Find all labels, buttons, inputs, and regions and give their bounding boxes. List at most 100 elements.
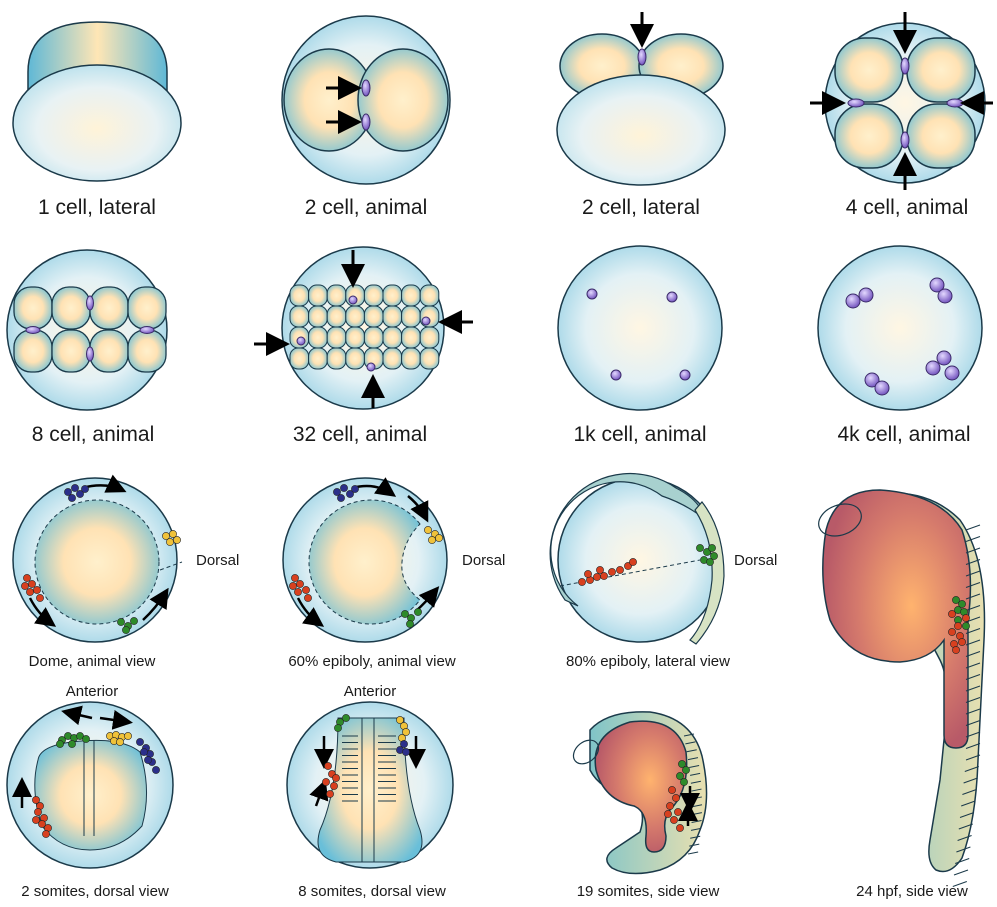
- blastomere: [346, 306, 365, 327]
- nucleus: [367, 363, 375, 371]
- labeled-cell: [337, 494, 344, 501]
- labeled-cell: [326, 790, 333, 797]
- cleavage-furrow-marker: [901, 132, 909, 148]
- labeled-cell: [958, 638, 965, 645]
- blastomere: [835, 104, 903, 168]
- nucleus: [875, 381, 889, 395]
- labeled-cell: [954, 622, 961, 629]
- nucleus: [667, 292, 677, 302]
- panel-24-hpf: 24 hpf, side view: [814, 490, 984, 900]
- labeled-cell: [330, 782, 337, 789]
- nucleus: [926, 361, 940, 375]
- panel-1k-cell-animal: 1k cell, animal: [558, 246, 722, 446]
- cleavage-furrow-marker: [901, 58, 909, 74]
- cleavage-furrow-marker: [87, 347, 94, 361]
- blastomere: [309, 348, 328, 369]
- somite-tick: [954, 870, 968, 875]
- labeled-cell: [948, 610, 955, 617]
- labeled-cell: [616, 566, 623, 573]
- blastomere: [52, 287, 90, 329]
- panel-label: 80% epiboly, lateral view: [566, 653, 730, 670]
- embryo-outline: [558, 246, 722, 410]
- panel-19-somites: 19 somites, side view: [569, 712, 720, 900]
- panel-32-cell-animal: 32 cell, animal: [254, 247, 473, 446]
- labeled-cell: [676, 824, 683, 831]
- panel-8-somites: Anterior 8 somites, dorsal view: [287, 683, 453, 900]
- anterior-label: Anterior: [66, 683, 119, 700]
- labeled-cell: [952, 646, 959, 653]
- panel-label: 60% epiboly, animal view: [288, 653, 455, 670]
- cleavage-furrow-marker: [848, 99, 864, 107]
- embryo-outline: [558, 478, 722, 642]
- blastomere: [346, 327, 365, 348]
- labeled-cell: [962, 614, 969, 621]
- labeled-cell: [81, 485, 88, 492]
- labeled-cell: [680, 778, 687, 785]
- labeled-cell: [962, 622, 969, 629]
- labeled-cell: [26, 588, 33, 595]
- labeled-cell: [334, 724, 341, 731]
- labeled-cell: [666, 802, 673, 809]
- labeled-cell: [302, 586, 309, 593]
- labeled-cell: [670, 816, 677, 823]
- labeled-cell: [152, 766, 159, 773]
- labeled-cell: [424, 526, 431, 533]
- blastomere: [364, 306, 383, 327]
- blastomere: [90, 330, 128, 372]
- panel-2-cell-lateral: 2 cell, lateral: [557, 12, 725, 219]
- labeled-cell: [33, 586, 40, 593]
- embryo-outline: [282, 247, 444, 409]
- cleavage-furrow-marker: [140, 327, 154, 334]
- labeled-cell: [116, 738, 123, 745]
- somite-tick: [966, 525, 980, 530]
- blastomere: [346, 348, 365, 369]
- labeled-cell: [708, 544, 715, 551]
- anterior-label: Anterior: [344, 683, 397, 700]
- blastomere: [402, 348, 421, 369]
- labeled-cell: [668, 786, 675, 793]
- panel-label: Dome, animal view: [29, 653, 156, 670]
- labeled-cell: [406, 620, 413, 627]
- blastomere: [402, 306, 421, 327]
- labeled-cell: [629, 558, 636, 565]
- neural-plate: [35, 740, 147, 850]
- labeled-cell: [414, 608, 421, 615]
- blastomere: [327, 327, 346, 348]
- nucleus: [611, 370, 621, 380]
- blastomere: [128, 330, 166, 372]
- labeled-cell: [34, 808, 41, 815]
- labeled-cell: [296, 580, 303, 587]
- nucleus: [349, 296, 357, 304]
- panel-label: 1 cell, lateral: [38, 196, 156, 219]
- panel-8-cell-animal: 8 cell, animal: [7, 250, 167, 446]
- cleavage-furrow-marker: [362, 114, 370, 130]
- blastomere: [309, 327, 328, 348]
- nucleus: [938, 289, 952, 303]
- blastomere: [420, 285, 439, 306]
- labeled-cell: [166, 538, 173, 545]
- labeled-cell: [608, 568, 615, 575]
- labeled-cell: [289, 582, 296, 589]
- labeled-cell: [71, 484, 78, 491]
- labeled-cell: [342, 714, 349, 721]
- labeled-cell: [122, 626, 129, 633]
- cleavage-furrow-marker: [947, 99, 963, 107]
- labeled-cell: [674, 808, 681, 815]
- labeled-cell: [36, 594, 43, 601]
- panel-label: 1k cell, animal: [573, 423, 706, 446]
- labeled-cell: [42, 830, 49, 837]
- panel-2-somites: Anterior 2 somites, dorsal view: [7, 683, 173, 900]
- labeled-cell: [340, 484, 347, 491]
- panel-4k-cell-animal: 4k cell, animal: [818, 246, 982, 446]
- blastomere: [383, 327, 402, 348]
- embryo-outline: [818, 246, 982, 410]
- blastomere: [327, 348, 346, 369]
- panel-label: 19 somites, side view: [577, 883, 720, 900]
- labeled-cell: [948, 628, 955, 635]
- blastomere: [907, 104, 975, 168]
- blastomere: [309, 285, 328, 306]
- labeled-cell: [294, 588, 301, 595]
- labeled-cell: [130, 617, 137, 624]
- blastomere: [52, 330, 90, 372]
